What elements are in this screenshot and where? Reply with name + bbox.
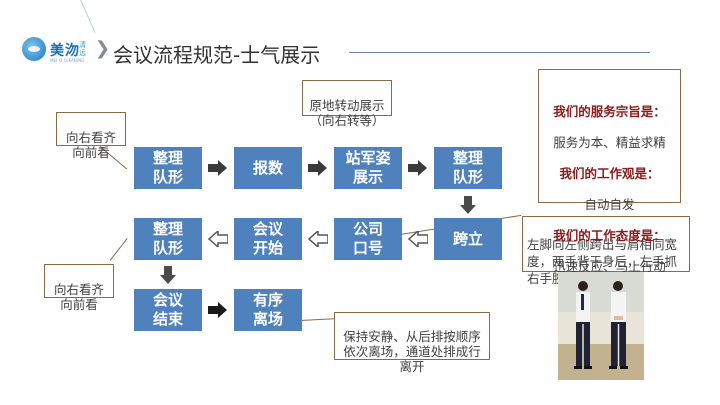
step-label: 会议 结束 [152,291,183,328]
slogan-attitude: 迅速反应、马上行动 [553,258,666,274]
step-meeting-start: 会议 开始 [234,218,302,260]
slogan-box: 我们的服务宗旨是： 服务为本、精益求精 我们的工作观是： 自动自发 我们的工作态… [538,69,681,305]
step-stand-at-attention: 站军姿 展示 [334,147,402,189]
arrow-right-icon [208,302,227,318]
step-parade-rest: 跨立 [434,218,502,260]
arrow-left-icon [208,231,228,247]
slogan-heading-attitude: 我们的工作态度是： [553,227,666,243]
note-look-right-top: 向右看齐 向前看 [56,112,126,160]
title-underline [349,52,650,53]
arrow-down-icon [460,196,476,214]
callout-line-leave [299,318,334,321]
chevron-right-icon: ❯ [95,38,111,59]
step-arrange-1: 整理 队形 [134,147,202,189]
slogan-heading-mission: 我们的服务宗旨是： [553,103,666,119]
note-look-right-bottom: 向右看齐 向前看 [44,264,114,312]
note-stance: 左脚向左侧跨出与肩相同宽度，两手背于身后，左手抓右手腕部，置于腰部 [522,216,690,286]
note-text: 向右看齐 向前看 [53,282,104,312]
arrow-left-icon [408,231,428,247]
slogan-mission: 服务为本、精益求精 [553,134,666,150]
step-label: 整理 队形 [452,149,483,186]
logo-subtext: 清远 [79,41,86,57]
arrow-left-icon [308,231,328,247]
step-arrange-3: 整理 队形 [134,218,202,260]
step-meeting-end: 会议 结束 [134,289,202,331]
arrow-right-icon [408,160,427,176]
note-orderly-exit: 保持安静、从后排按顺序依次离场，通道处排成行离开 [334,312,490,374]
logo-text: 美沕 [50,43,80,59]
page-title: 会议流程规范-士气展示 [113,43,321,67]
step-label: 报数 [252,158,283,177]
step-label: 有序 离场 [252,291,283,328]
slogan-heading-work-view: 我们的工作观是： [559,165,660,181]
step-label: 站军姿 展示 [345,149,391,186]
note-turn-in-place: 原地转动展示 （向右转等） [302,80,392,128]
step-label: 跨立 [452,229,483,248]
staff-photo [558,272,644,380]
step-label: 公司 口号 [352,220,383,257]
note-text: 原地转动展示 （向右转等） [309,98,385,128]
step-label: 整理 队形 [152,149,183,186]
arrow-down-icon [160,266,176,284]
step-arrange-2: 整理 队形 [434,147,502,189]
step-label: 会议 开始 [252,220,283,257]
callout-line-look-right-2 [109,238,128,261]
step-company-slogan: 公司 口号 [334,218,402,260]
note-text: 向右看齐 向前看 [65,130,116,160]
decorative-line [80,0,96,33]
step-orderly-exit: 有序 离场 [234,289,302,331]
step-count-off: 报数 [234,147,302,189]
logo-icon [22,37,46,61]
note-text: 保持安静、从后排按顺序依次离场，通道处排成行离开 [343,329,481,374]
arrow-right-icon [308,160,327,176]
logo-tagline: MEI XI CLEANING [50,58,85,63]
step-label: 整理 队形 [152,220,183,257]
arrow-right-icon [208,160,227,176]
slogan-work-view: 自动自发 [584,196,635,212]
